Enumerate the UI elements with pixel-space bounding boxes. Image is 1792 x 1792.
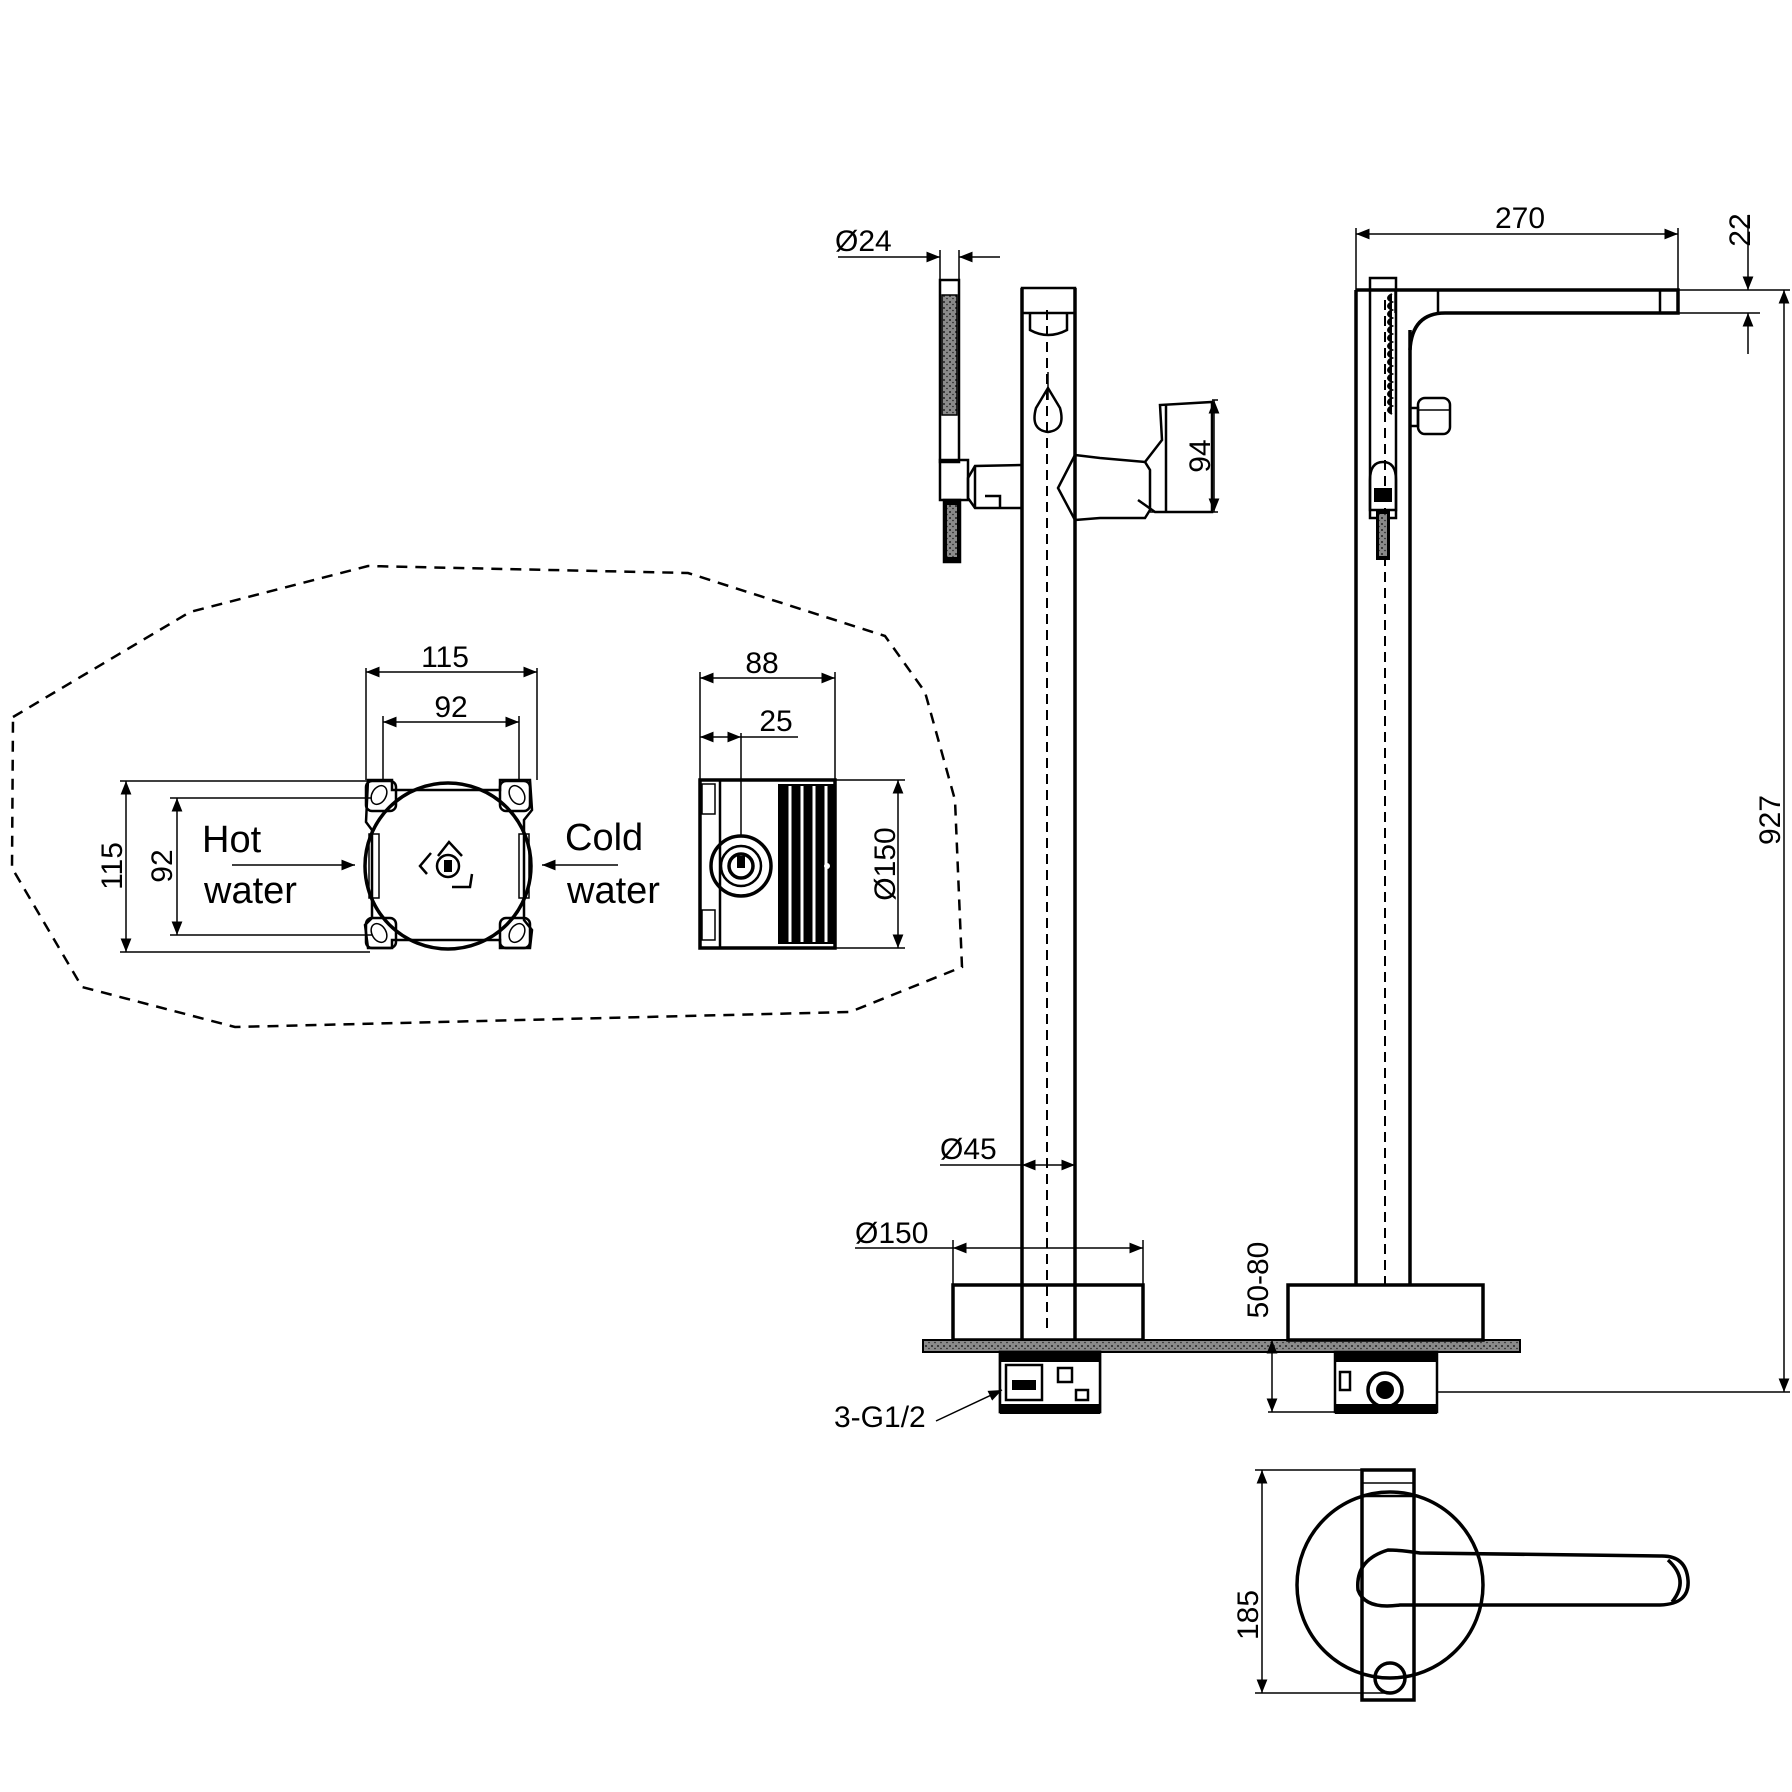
dim-spout-length: 270 [1355, 202, 1679, 290]
dim-total-height: 927 [1437, 289, 1790, 1393]
dim-box-width: 115 [365, 641, 538, 780]
thread-callout: 3-G1/2 [834, 1389, 1003, 1434]
dim-spout-length-label: 270 [1495, 202, 1545, 235]
dim-box-inner-height-label: 92 [146, 849, 179, 882]
dim-hand-shower-dia-label: Ø24 [835, 225, 892, 258]
dim-hand-shower-dia: Ø24 [835, 225, 1000, 282]
recycle-icon [418, 840, 474, 889]
dim-box-inlet-offset-label: 25 [759, 705, 792, 738]
dim-box-width-label: 115 [421, 641, 469, 674]
thread-label: 3-G1/2 [834, 1401, 926, 1434]
cold-water-label: Cold water [542, 817, 660, 912]
dim-pipe-dia: Ø45 [940, 1133, 1075, 1171]
dim-box-inner-width-label: 92 [434, 691, 467, 724]
dim-box-depth-label: 88 [745, 647, 778, 680]
hot-water-text-2: water [203, 870, 297, 912]
hot-water-label: Hot water [202, 819, 355, 912]
dim-box-inlet-offset: 25 [700, 705, 798, 836]
dim-box-inner-width: 92 [382, 691, 520, 782]
dim-spout-thickness-label: 22 [1724, 213, 1757, 246]
cold-water-text-1: Cold [565, 817, 643, 859]
dim-box-diameter: Ø150 [835, 779, 905, 949]
hot-water-text-1: Hot [202, 819, 262, 861]
dim-box-height-label: 115 [96, 842, 129, 890]
dim-box-diameter-label: Ø150 [869, 827, 902, 900]
top-view-mixer [1295, 1468, 1690, 1702]
cold-water-text-2: water [566, 870, 660, 912]
dim-box-height: 115 [96, 780, 370, 953]
dim-holder-height: 94 [1150, 399, 1220, 513]
dim-top-depth: 185 [1232, 1469, 1390, 1694]
dim-holder-height-label: 94 [1184, 439, 1217, 472]
dim-total-height-label: 927 [1754, 795, 1787, 845]
side-view-mixer [1286, 276, 1680, 1414]
dim-box-depth: 88 [699, 647, 836, 780]
dim-box-inner-height: 92 [146, 797, 372, 936]
dim-base-height-label: 50-80 [1242, 1242, 1275, 1319]
dim-base-dia-label: Ø150 [855, 1217, 928, 1250]
dim-base-height: 50-80 [1242, 1242, 1335, 1413]
concealed-box-front-view [363, 778, 534, 951]
dim-pipe-dia-label: Ø45 [940, 1133, 997, 1166]
dim-spout-thickness: 22 [1678, 213, 1760, 354]
dim-top-depth-label: 185 [1232, 1590, 1265, 1640]
concealed-box-callout-outline [10, 564, 964, 1029]
dim-base-dia: Ø150 [855, 1217, 1144, 1285]
front-view-mixer [922, 278, 1521, 1414]
concealed-box-side-view [698, 778, 837, 950]
